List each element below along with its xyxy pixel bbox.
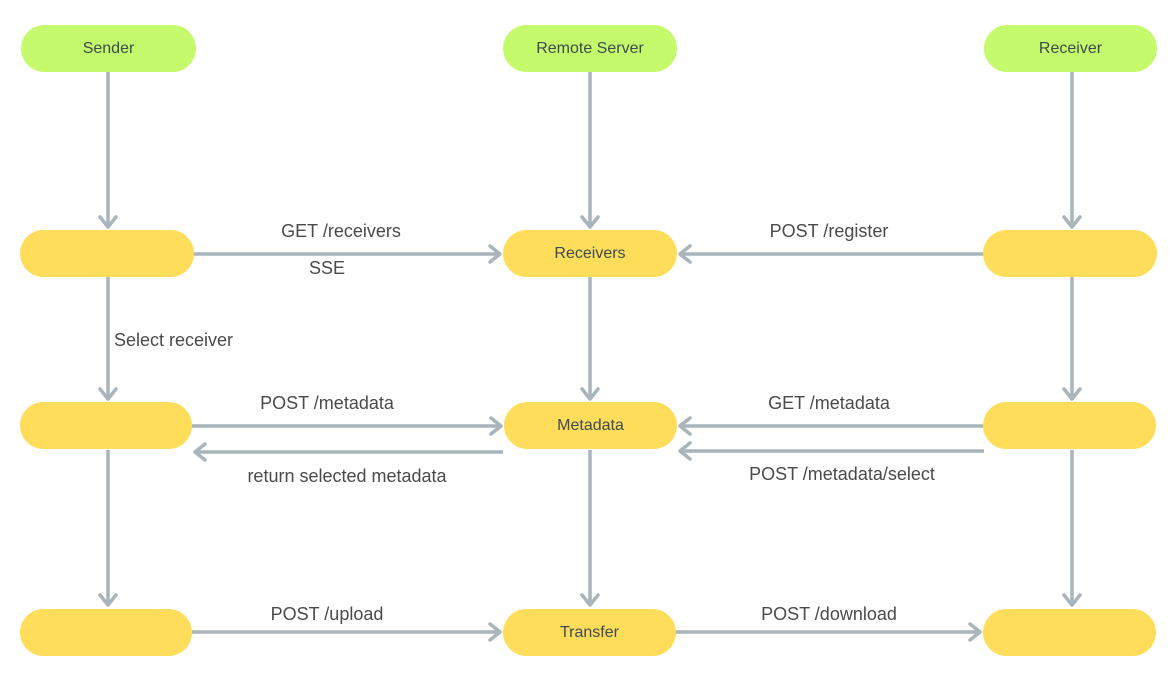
arrowhead-right [488, 622, 502, 642]
arrowhead-down [580, 387, 600, 401]
arrowhead-down [98, 215, 118, 229]
nodes: Sender Remote Server Receiver Receivers … [20, 25, 1157, 656]
edges [98, 71, 1082, 642]
arrowhead-left [678, 441, 692, 461]
arrowhead-down [1062, 215, 1082, 229]
label-sse: SSE [309, 258, 345, 278]
server-metadata-node [504, 402, 677, 449]
sender-step3-node [20, 609, 192, 656]
label-select-receiver: Select receiver [114, 330, 233, 350]
label-post-metadata: POST /metadata [260, 393, 395, 413]
label-get-receivers: GET /receivers [281, 221, 401, 241]
label-post-register: POST /register [770, 221, 889, 241]
server-receivers-node [503, 230, 677, 277]
arrowhead-right [488, 244, 502, 264]
label-post-upload: POST /upload [271, 604, 384, 624]
arrowhead-down [580, 593, 600, 607]
actor-receiver-label: Receiver [1039, 40, 1103, 57]
actor-sender-node [21, 25, 196, 72]
actor-receiver-node [984, 25, 1157, 72]
receiver-step2-node [983, 402, 1156, 449]
label-return-selected-metadata: return selected metadata [247, 466, 447, 486]
actor-server-node [503, 25, 677, 72]
arrowhead-left [678, 244, 692, 264]
arrowhead-left [193, 442, 207, 462]
server-metadata-label: Metadata [557, 417, 624, 434]
sender-step1-node [20, 230, 194, 277]
arrowhead-down [98, 387, 118, 401]
arrowhead-down [1062, 593, 1082, 607]
arrowhead-left [678, 416, 692, 436]
receiver-step3-node [983, 609, 1156, 656]
arrowhead-down [1062, 387, 1082, 401]
actor-server-label: Remote Server [536, 40, 644, 57]
label-post-metadata-select: POST /metadata/select [749, 464, 935, 484]
label-post-download: POST /download [761, 604, 897, 624]
server-transfer-label: Transfer [560, 624, 620, 641]
edge-labels: GET /receivers SSE POST /register Select… [114, 221, 935, 624]
actor-sender-label: Sender [83, 40, 135, 57]
server-transfer-node [503, 609, 676, 656]
label-get-metadata: GET /metadata [768, 393, 891, 413]
receiver-step1-node [983, 230, 1157, 277]
arrowhead-right [968, 622, 982, 642]
sender-step2-node [20, 402, 192, 449]
server-receivers-label: Receivers [554, 245, 625, 262]
arrowhead-down [98, 593, 118, 607]
arrowhead-right [489, 416, 503, 436]
arrowhead-down [580, 215, 600, 229]
